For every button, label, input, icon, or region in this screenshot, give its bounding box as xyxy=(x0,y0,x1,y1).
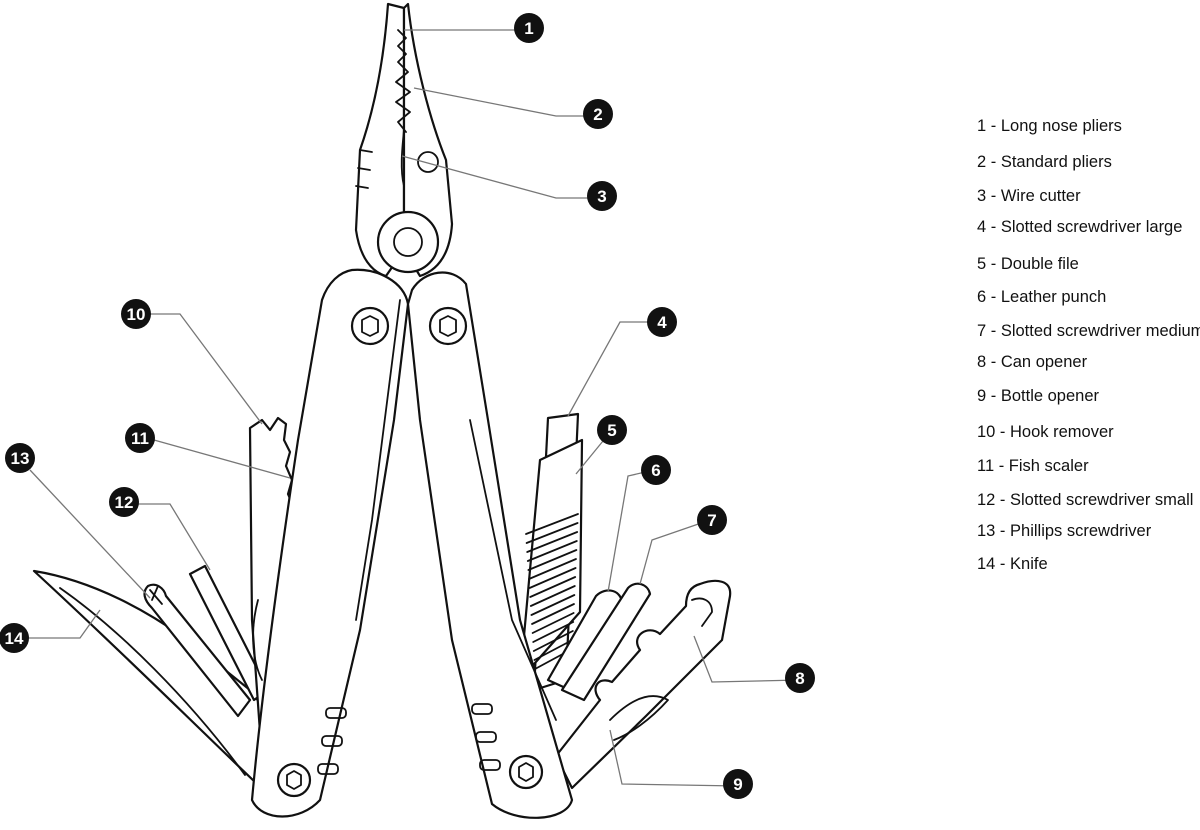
callout-badge-number: 10 xyxy=(127,305,146,324)
callout-badge-number: 11 xyxy=(131,429,149,448)
callout-badge-3: 3 xyxy=(587,181,617,211)
callout-badge-7: 7 xyxy=(697,505,727,535)
pivot-outer xyxy=(378,212,438,272)
callout-badge-11: 11 xyxy=(125,423,155,453)
legend-item-slotted-screwdriver-large: 4 - Slotted screwdriver large xyxy=(977,218,1182,237)
callout-badge-number: 2 xyxy=(593,105,602,124)
callout-badge-8: 8 xyxy=(785,663,815,693)
legend-item-standard-pliers: 2 - Standard pliers xyxy=(977,153,1112,172)
leader-12 xyxy=(136,504,210,570)
callout-badge-number: 8 xyxy=(795,669,804,688)
callout-badge-10: 10 xyxy=(121,299,151,329)
callout-badge-5: 5 xyxy=(597,415,627,445)
legend-item-bottle-opener: 9 - Bottle opener xyxy=(977,387,1099,406)
handles xyxy=(252,270,572,818)
leader-9 xyxy=(610,730,738,786)
callout-badge-13: 13 xyxy=(5,443,35,473)
legend-item-knife: 14 - Knife xyxy=(977,555,1048,574)
pliers-head xyxy=(356,4,452,276)
upper-right-screw xyxy=(430,308,466,344)
callout-badge-number: 5 xyxy=(607,421,616,440)
legend-item-wire-cutter: 3 - Wire cutter xyxy=(977,187,1081,206)
leader-2 xyxy=(414,88,598,116)
callout-badge-number: 3 xyxy=(597,187,606,206)
callout-badge-number: 1 xyxy=(524,19,533,38)
callout-badge-12: 12 xyxy=(109,487,139,517)
leader-10 xyxy=(150,314,262,424)
callout-badge-2: 2 xyxy=(583,99,613,129)
callout-badge-number: 4 xyxy=(657,313,667,332)
leader-7 xyxy=(640,520,710,584)
lower-left-screw xyxy=(278,764,310,796)
callout-badge-number: 9 xyxy=(733,775,742,794)
legend-item-long-nose-pliers: 1 - Long nose pliers xyxy=(977,117,1122,136)
upper-left-screw xyxy=(352,308,388,344)
callout-badge-number: 13 xyxy=(11,449,30,468)
callout-badge-number: 12 xyxy=(115,493,134,512)
callout-badge-4: 4 xyxy=(647,307,677,337)
legend-item-slotted-screwdriver-medium: 7 - Slotted screwdriver medium xyxy=(977,322,1200,341)
legend-item-hook-remover: 10 - Hook remover xyxy=(977,423,1114,442)
lower-right-screw xyxy=(510,756,542,788)
legend-item-double-file: 5 - Double file xyxy=(977,255,1079,274)
legend-item-leather-punch: 6 - Leather punch xyxy=(977,288,1106,307)
legend-item-slotted-screwdriver-small: 12 - Slotted screwdriver small xyxy=(977,491,1193,510)
callout-badge-1: 1 xyxy=(514,13,544,43)
callout-badge-number: 6 xyxy=(651,461,660,480)
leader-6 xyxy=(608,470,654,592)
legend-item-phillips-screwdriver: 13 - Phillips screwdriver xyxy=(977,522,1151,541)
callout-badge-6: 6 xyxy=(641,455,671,485)
callout-badge-9: 9 xyxy=(723,769,753,799)
callout-badge-number: 14 xyxy=(5,629,24,648)
legend-item-can-opener: 8 - Can opener xyxy=(977,353,1087,372)
leader-4 xyxy=(568,322,662,416)
callout-badge-14: 14 xyxy=(0,623,29,653)
callout-badge-number: 7 xyxy=(707,511,716,530)
legend-item-fish-scaler: 11 - Fish scaler xyxy=(977,457,1089,476)
